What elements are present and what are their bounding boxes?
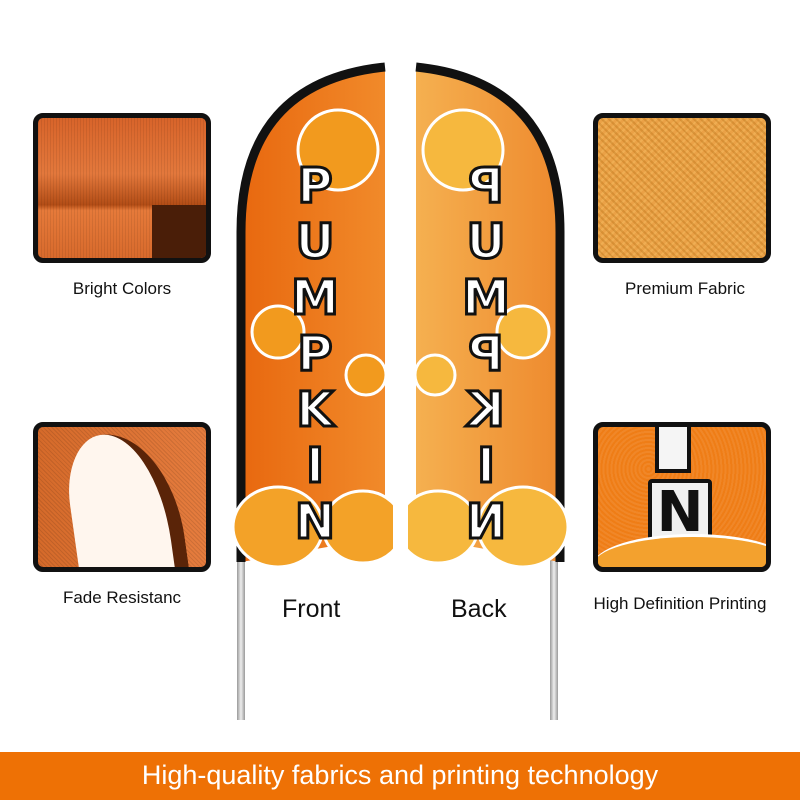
svg-text:N: N: [295, 494, 335, 550]
premium-fabric-image: [593, 113, 771, 263]
bright-colors-image: [33, 113, 211, 263]
svg-text:M: M: [462, 270, 510, 326]
bright-colors-label: Bright Colors: [72, 279, 172, 298]
fade-resistance-image: [33, 422, 211, 572]
premium-fabric-label: Premium Fabric: [625, 279, 745, 298]
svg-text:K: K: [296, 382, 335, 438]
back-flag-ground-spike: [550, 560, 558, 720]
svg-text:M: M: [291, 270, 339, 326]
svg-text:I: I: [477, 438, 495, 494]
fade-resistance-label: Fade Resistanc: [62, 588, 182, 607]
svg-text:P: P: [297, 158, 332, 214]
footer-banner: High-quality fabrics and printing techno…: [0, 752, 800, 800]
svg-text:U: U: [296, 214, 335, 270]
svg-text:P: P: [468, 326, 503, 382]
high-definition-printing-label: High Definition Printing: [593, 594, 767, 613]
front-flag-ground-spike: [237, 560, 245, 720]
svg-text:N: N: [466, 494, 506, 550]
svg-text:P: P: [297, 326, 332, 382]
back-label: Back: [451, 595, 507, 623]
svg-text:K: K: [466, 382, 505, 438]
svg-text:U: U: [467, 214, 506, 270]
front-label: Front: [282, 595, 341, 623]
svg-text:I: I: [306, 438, 324, 494]
high-definition-printing-image: N: [593, 422, 771, 572]
svg-text:P: P: [468, 158, 503, 214]
